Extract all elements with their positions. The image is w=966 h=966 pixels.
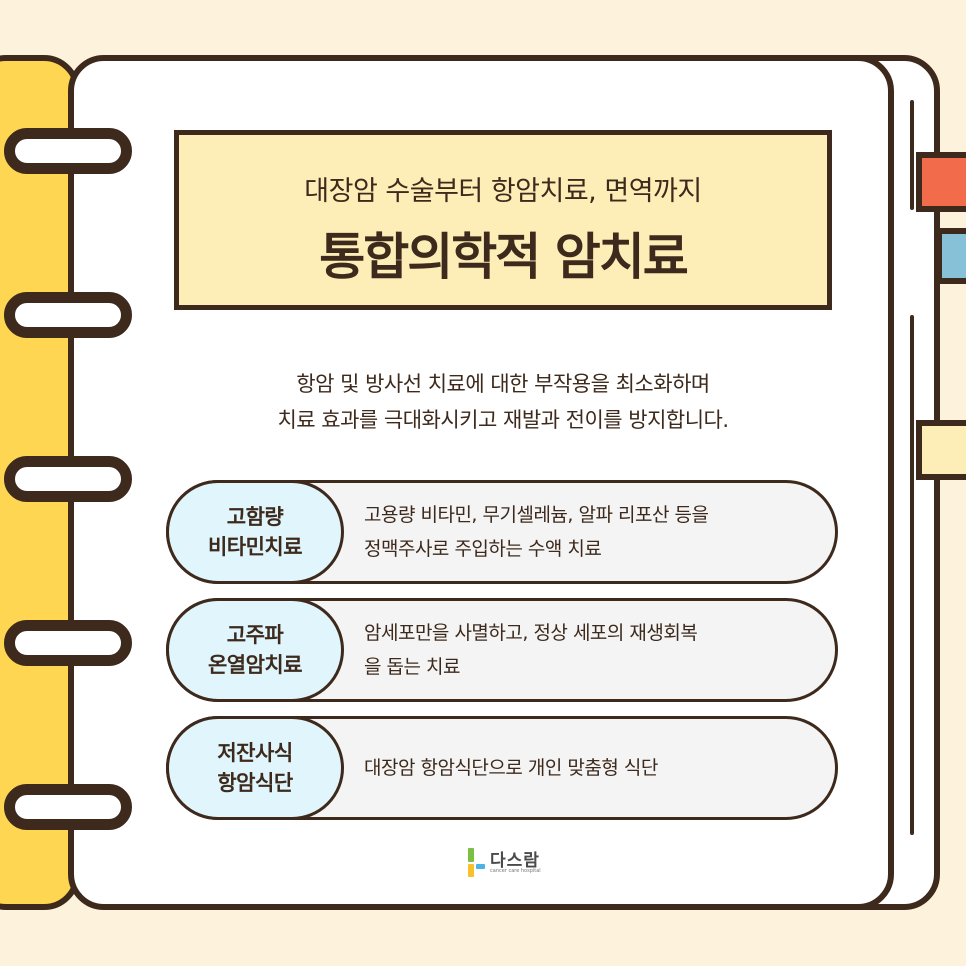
back-page-line: [910, 100, 914, 210]
back-page-line: [910, 315, 914, 835]
treatment-desc-line: 대장암 항암식단으로 개인 맞춤형 식단: [364, 757, 658, 779]
intro-line-2: 치료 효과를 극대화시키고 재발과 전이를 방지합니다.: [277, 408, 729, 432]
treatment-label: 저잔사식 항암식단: [166, 716, 344, 820]
treatment-desc-line: 정맥주사로 주입하는 수액 치료: [364, 538, 602, 560]
treatment-row-vitamin: 고함량 비타민치료 고용량 비타민, 무기셀레늄, 알파 리포산 등을 정맥주사…: [166, 480, 838, 584]
page-title: 통합의학적 암치료: [319, 228, 688, 286]
treatment-label-line: 고함량: [226, 505, 284, 529]
treatment-label-line: 비타민치료: [207, 535, 303, 559]
notebook-ring-icon: [4, 620, 132, 666]
notebook-ring-icon: [4, 128, 132, 174]
treatment-row-hyperthermia: 고주파 온열암치료 암세포만을 사멸하고, 정상 세포의 재생회복 을 돕는 치…: [166, 598, 838, 702]
index-tab-blue: [936, 228, 966, 284]
treatment-description: 암세포만을 사멸하고, 정상 세포의 재생회복 을 돕는 치료: [364, 601, 805, 699]
logo-name: 다스람: [490, 851, 540, 871]
notebook-ring-icon: [4, 456, 132, 502]
treatment-label: 고함량 비타민치료: [166, 480, 344, 584]
treatment-label: 고주파 온열암치료: [166, 598, 344, 702]
index-tab-cream: [916, 420, 966, 480]
treatment-label-line: 항암식단: [217, 771, 293, 795]
logo-subtitle: cancer care hospital: [490, 868, 541, 874]
treatment-label-line: 고주파: [226, 623, 284, 647]
notebook-ring-icon: [4, 292, 132, 338]
treatment-desc-line: 암세포만을 사멸하고, 정상 세포의 재생회복: [364, 622, 698, 644]
treatment-desc-line: 고용량 비타민, 무기셀레늄, 알파 리포산 등을: [364, 504, 709, 526]
treatment-label-line: 온열암치료: [207, 653, 303, 677]
title-box: 대장암 수술부터 항암치료, 면역까지 통합의학적 암치료: [174, 130, 832, 310]
index-tab-orange: [916, 152, 966, 212]
treatment-desc-line: 을 돕는 치료: [364, 656, 460, 678]
logo-mark-icon: [468, 848, 485, 877]
page-subtitle: 대장암 수술부터 항암치료, 면역까지: [304, 176, 702, 207]
notebook-ring-icon: [4, 784, 132, 830]
treatment-row-diet: 저잔사식 항암식단 대장암 항암식단으로 개인 맞춤형 식단: [166, 716, 838, 820]
treatment-label-line: 저잔사식: [217, 741, 293, 765]
intro-line-1: 항암 및 방사선 치료에 대한 부작용을 최소화하며: [296, 372, 710, 396]
treatment-description: 대장암 항암식단으로 개인 맞춤형 식단: [364, 719, 805, 817]
treatment-description: 고용량 비타민, 무기셀레늄, 알파 리포산 등을 정맥주사로 주입하는 수액 …: [364, 483, 805, 581]
